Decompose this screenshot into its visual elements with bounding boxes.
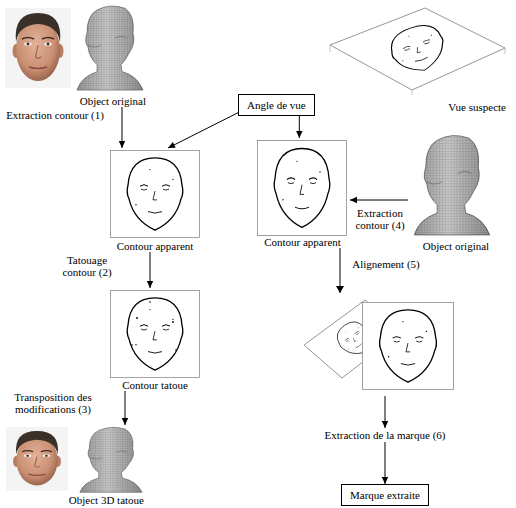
arrow-head — [350, 197, 357, 203]
arrow-line — [350, 200, 408, 201]
watermarked-contour — [111, 290, 200, 377]
step-label: Alignement (5) — [350, 258, 422, 270]
face-photo — [5, 8, 71, 88]
suspect-view — [330, 8, 505, 95]
figure-node: Object original — [5, 3, 150, 107]
flow-arrow — [168, 113, 238, 148]
arrow-head — [296, 131, 302, 138]
node-text: Object original — [423, 240, 489, 252]
contour-image — [111, 150, 200, 237]
mesh-model — [414, 136, 489, 235]
node-text: Object 3D tatoue — [69, 494, 144, 506]
face-photo — [6, 427, 68, 491]
flow-arrow — [147, 252, 153, 288]
node-text: Extraction de la marque (6) — [325, 429, 446, 441]
arrow-head — [122, 418, 128, 425]
node-text: Angle de vue — [247, 99, 306, 111]
contour-image — [258, 141, 347, 236]
arrow-line — [168, 113, 238, 148]
flow-arrow — [350, 197, 408, 203]
figure-node: Contour apparent — [106, 148, 204, 252]
step-text: Extraction de la marque (6) — [322, 428, 449, 442]
step-label: Tatouage contour (2) — [55, 254, 119, 278]
flow-arrow — [296, 116, 302, 138]
node-text: Object original — [80, 95, 146, 107]
figure-node: Object 3D tatoue — [3, 425, 148, 506]
mesh-model — [77, 6, 143, 90]
arrow-head — [168, 142, 176, 148]
flow-arrow — [382, 442, 388, 484]
step-label: Transposition des modifications (3) — [2, 391, 104, 415]
step-label: Extraction contour (1) — [5, 109, 105, 121]
alignment-image — [300, 286, 460, 396]
node-text: Contour tatoue — [122, 379, 188, 391]
node-text: Contour apparent — [117, 240, 194, 252]
node-text: Vue suspecte — [448, 101, 506, 113]
process-box: Marque extraite — [341, 484, 429, 506]
figure-node: Contour tatoue — [106, 288, 204, 391]
arrow-head — [119, 141, 125, 148]
step-label: Extraction contour (4) — [352, 207, 408, 231]
figure-node: Object original — [408, 130, 504, 252]
arrow-head — [147, 281, 153, 288]
mesh-model — [80, 427, 142, 492]
figure-node: Vue suspecte — [318, 3, 510, 113]
node-text: Marque extraite — [350, 489, 420, 501]
arrow-head — [382, 477, 388, 484]
process-box: Angle de vue — [238, 94, 315, 116]
flow-arrow — [119, 107, 125, 148]
flow-arrow — [122, 391, 128, 425]
figure-node: Contour apparent — [255, 138, 350, 248]
arrow-head — [382, 421, 388, 428]
watermark-marks — [131, 301, 177, 351]
node-text: Contour apparent — [264, 236, 341, 248]
